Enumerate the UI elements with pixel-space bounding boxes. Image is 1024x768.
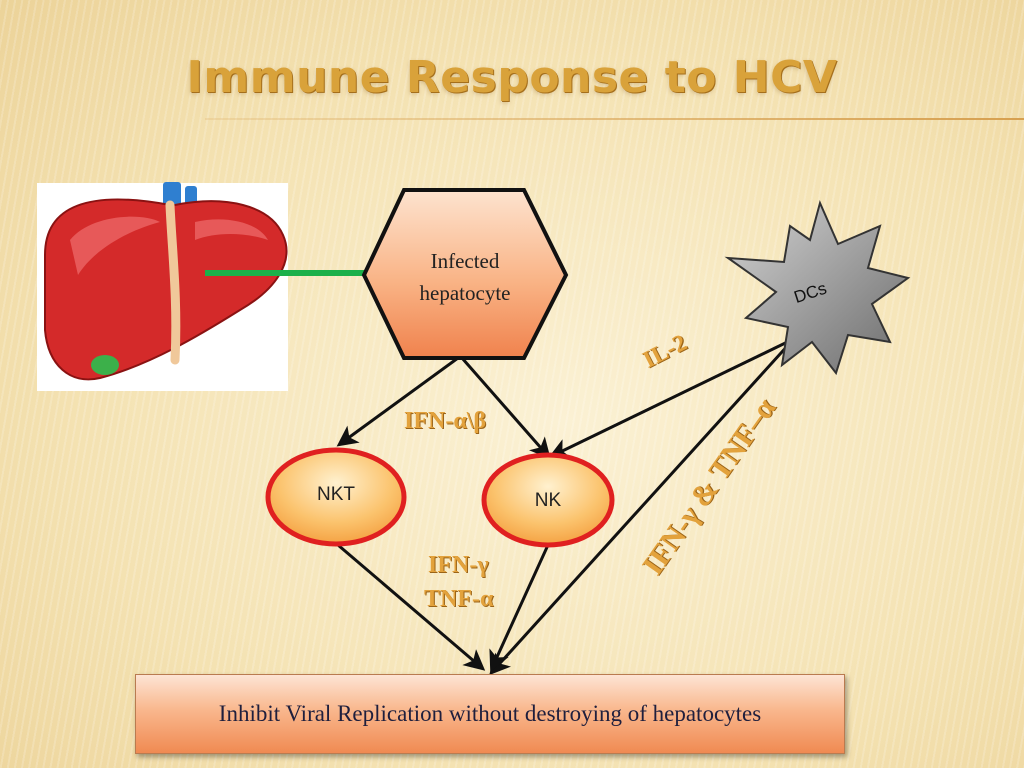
slide-title: Immune Response to HCV	[186, 52, 838, 103]
infected-hepatocyte-hexagon	[361, 188, 569, 360]
dendritic-cell-star-icon	[724, 199, 911, 376]
liver-illustration-icon	[37, 182, 288, 391]
arrow-hepatocyte-to-nk	[460, 357, 551, 460]
ifn-gamma-label: IFN-γ	[428, 552, 489, 578]
arrow-dcs-to-nk	[548, 330, 809, 459]
tnf-alpha-label: TNF-α	[424, 586, 494, 612]
arrow-nkt-to-result	[337, 543, 486, 671]
title-underline	[205, 118, 1024, 120]
ifn-alpha-beta-label: IFN-α\β	[404, 408, 487, 434]
arrow-dcs-to-result	[489, 330, 802, 676]
arrow-nk-to-result	[489, 544, 550, 672]
result-text: Inhibit Viral Replication without destro…	[218, 701, 762, 726]
arrow-hepatocyte-to-nkt	[336, 356, 459, 447]
result-box: Inhibit Viral Replication without destro…	[135, 674, 845, 754]
nkt-cell	[265, 447, 407, 547]
nk-cell	[481, 452, 615, 548]
